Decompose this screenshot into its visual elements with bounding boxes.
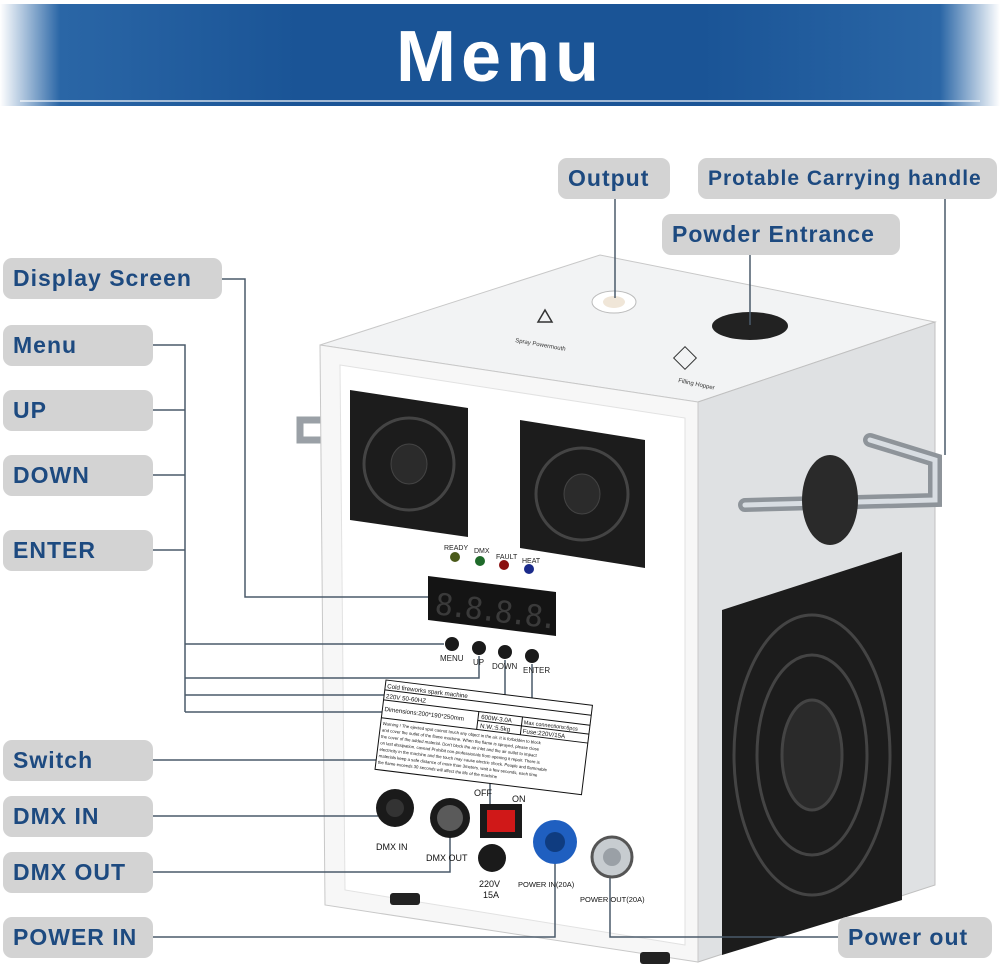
enter-button-label: ENTER (523, 666, 550, 675)
menu-button-label: MENU (440, 654, 464, 663)
label-menu: Menu (3, 325, 153, 366)
powder-entrance-cap (712, 312, 788, 340)
plate-weight: N.W.:5.5kg (480, 723, 511, 734)
label-switch: Switch (3, 740, 153, 781)
label-dmx-out: DMX OUT (3, 852, 153, 893)
front-fan-left (350, 390, 468, 537)
label-powder-entrance: Powder Entrance (662, 214, 900, 255)
leader-lines (153, 198, 946, 938)
led-heat (524, 564, 534, 574)
fuse-amp-text: 15A (483, 890, 499, 900)
led-label-heat: HEAT (522, 558, 541, 565)
up-button-label: UP (473, 658, 484, 667)
led-label-ready: READY (444, 545, 468, 552)
plate-power: 600W-3.0A (481, 714, 513, 725)
up-button[interactable] (472, 641, 486, 655)
label-power-out: Power out (838, 917, 992, 958)
down-button[interactable] (498, 645, 512, 659)
dmx-in-text: DMX IN (376, 842, 408, 852)
label-output: Output (558, 158, 670, 199)
down-button-label: DOWN (492, 662, 518, 671)
led-ready (450, 552, 460, 562)
label-up: UP (3, 390, 153, 431)
header-banner: Menu (0, 4, 1000, 106)
display-screen (428, 576, 556, 636)
dmx-out-text: DMX OUT (426, 853, 468, 863)
power-out-text: POWER OUT(20A) (580, 895, 645, 904)
label-power-in: POWER IN (3, 917, 153, 958)
label-carrying-handle: Protable Carrying handle (698, 158, 997, 199)
plate-voltage: 220V 50-60HZ (386, 693, 427, 705)
label-dmx-in: DMX IN (3, 796, 153, 837)
label-enter: ENTER (3, 530, 153, 571)
led-label-fault: FAULT (496, 554, 518, 561)
front-fan-right (520, 420, 645, 568)
switch-off-text: OFF (474, 788, 492, 798)
enter-button[interactable] (525, 649, 539, 663)
led-label-dmx: DMX (474, 548, 490, 555)
menu-button[interactable] (445, 637, 459, 651)
page-title: Menu (396, 17, 604, 97)
led-dmx (475, 556, 485, 566)
side-fan (722, 552, 902, 955)
switch-on-text: ON (512, 794, 526, 804)
label-display-screen: Display Screen (3, 258, 222, 299)
fuse-voltage-text: 220V (479, 879, 500, 889)
label-down: DOWN (3, 455, 153, 496)
led-fault (499, 560, 509, 570)
status-leds: READY DMX FAULT HEAT (444, 545, 541, 574)
power-in-text: POWER IN(20A) (518, 880, 575, 889)
fuse-holder[interactable] (478, 844, 506, 872)
spec-plate: Cold fireworks spark machine 220V 50-60H… (374, 679, 594, 796)
left-handle (296, 416, 334, 444)
